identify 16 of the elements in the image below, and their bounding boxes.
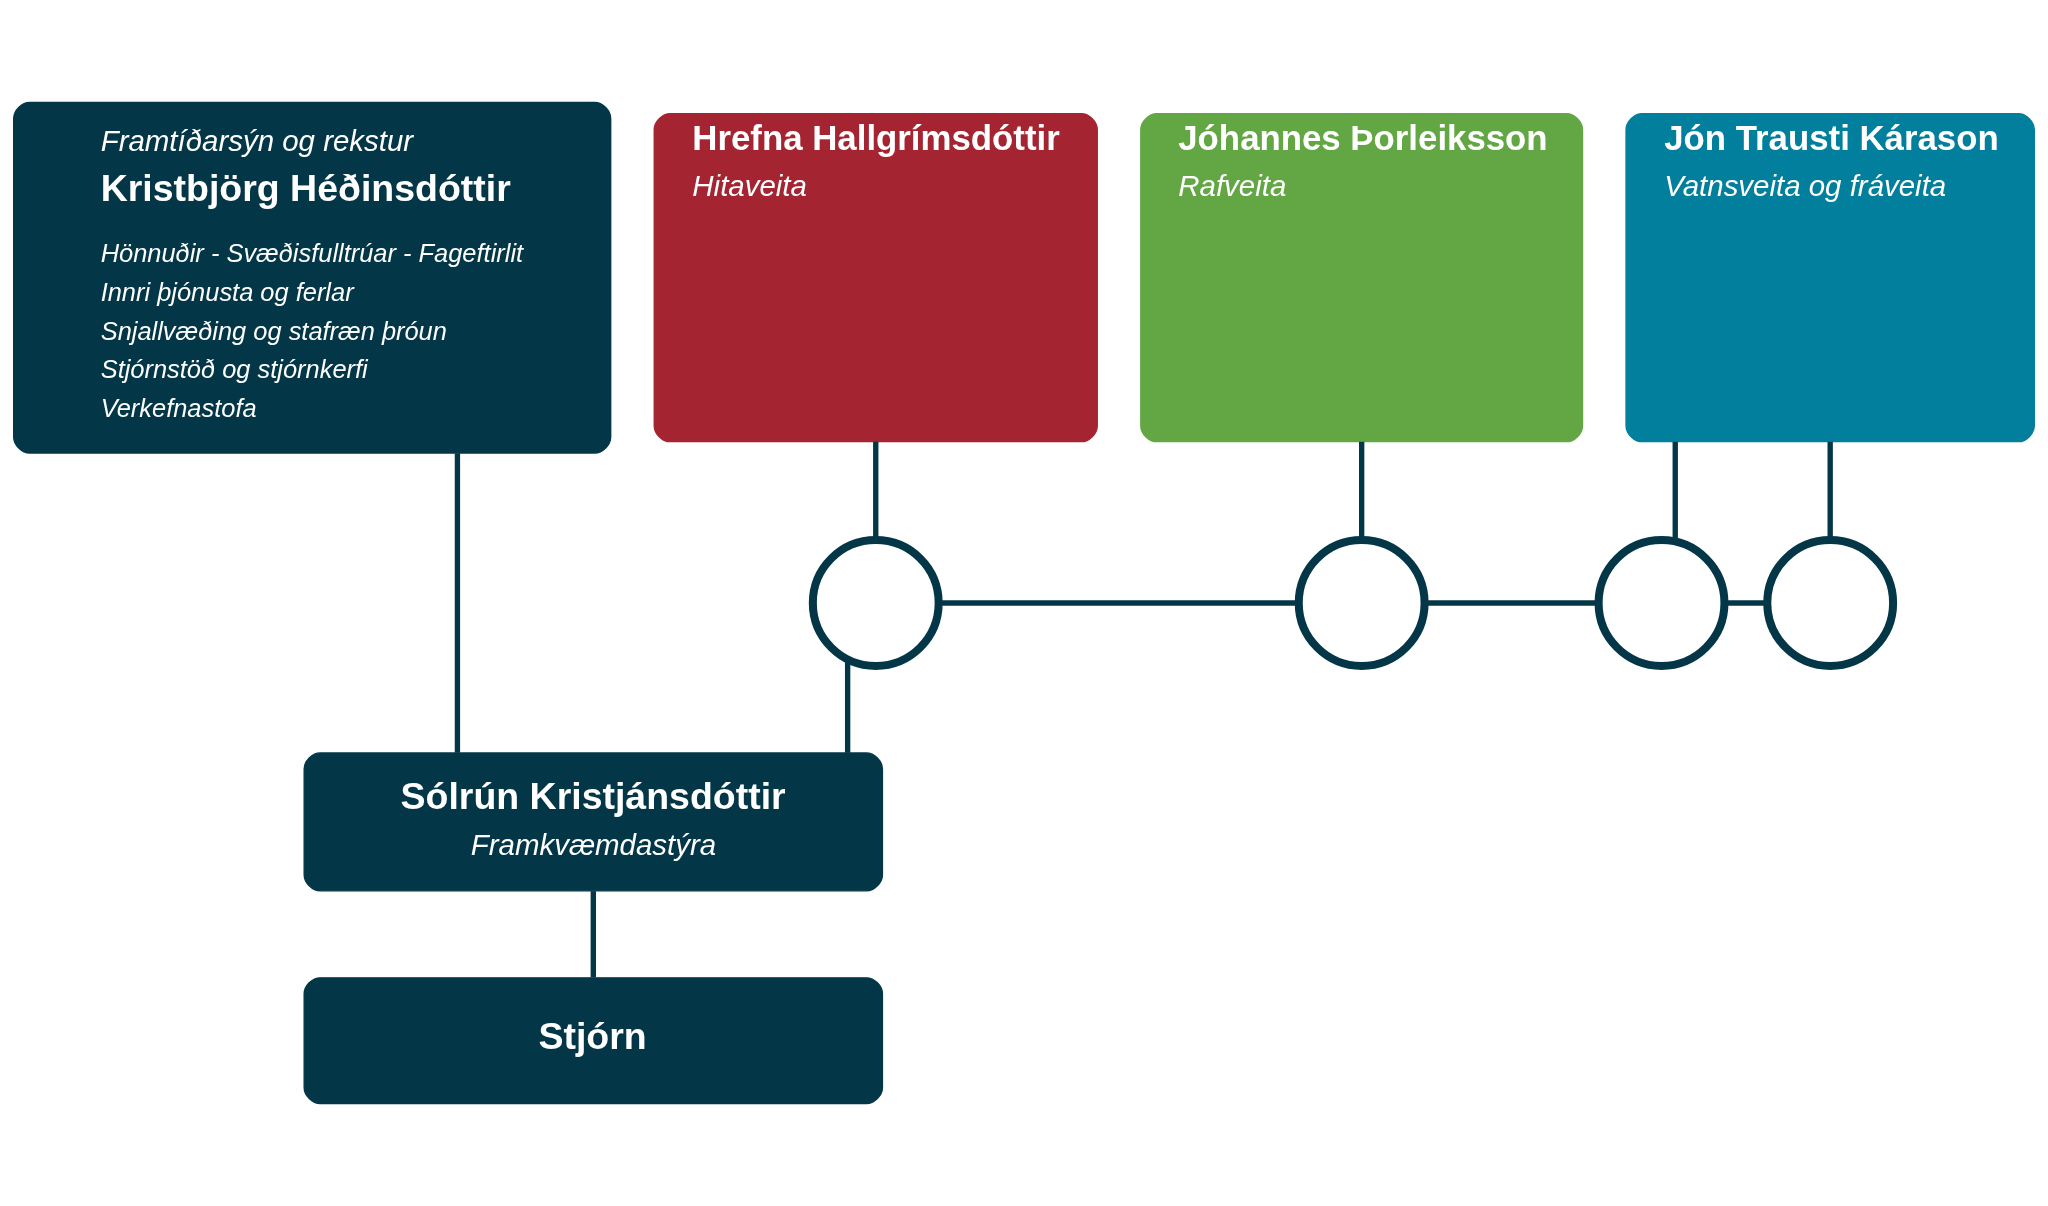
node-box: Framtíðarsýn og rekstur Kristbjörg Héðinsdóttir Hönnuðir - Svæðisfulltrúar - Fageftirlit Innri þjónusta og ferlar Snjallvæðing og stafræn þróun Stjórnstöð og stjórnkerfi Verkefnastofa: [13, 101, 612, 454]
node-box: Sólrún Kristjánsdóttir Framkvæmdastýra: [303, 752, 884, 892]
node-box: Stjórn: [303, 977, 884, 1105]
node-circle: [1294, 536, 1429, 670]
connector: [1359, 441, 1365, 540]
connector: [873, 441, 879, 540]
connector: [454, 453, 461, 753]
node-box: Jón Trausti Kárason Vatnsveita og fráveita: [1625, 113, 2035, 443]
connector: [1827, 441, 1833, 540]
connector: [844, 659, 851, 753]
node-circle: [1763, 536, 1898, 670]
node-box: Jóhannes Þorleiksson Rafveita: [1140, 113, 1584, 443]
connector: [590, 891, 596, 978]
node-circle: [808, 536, 943, 670]
node-circle: [1594, 536, 1729, 670]
node-box: Hrefna Hallgrímsdóttir Hitaveita: [653, 113, 1098, 443]
